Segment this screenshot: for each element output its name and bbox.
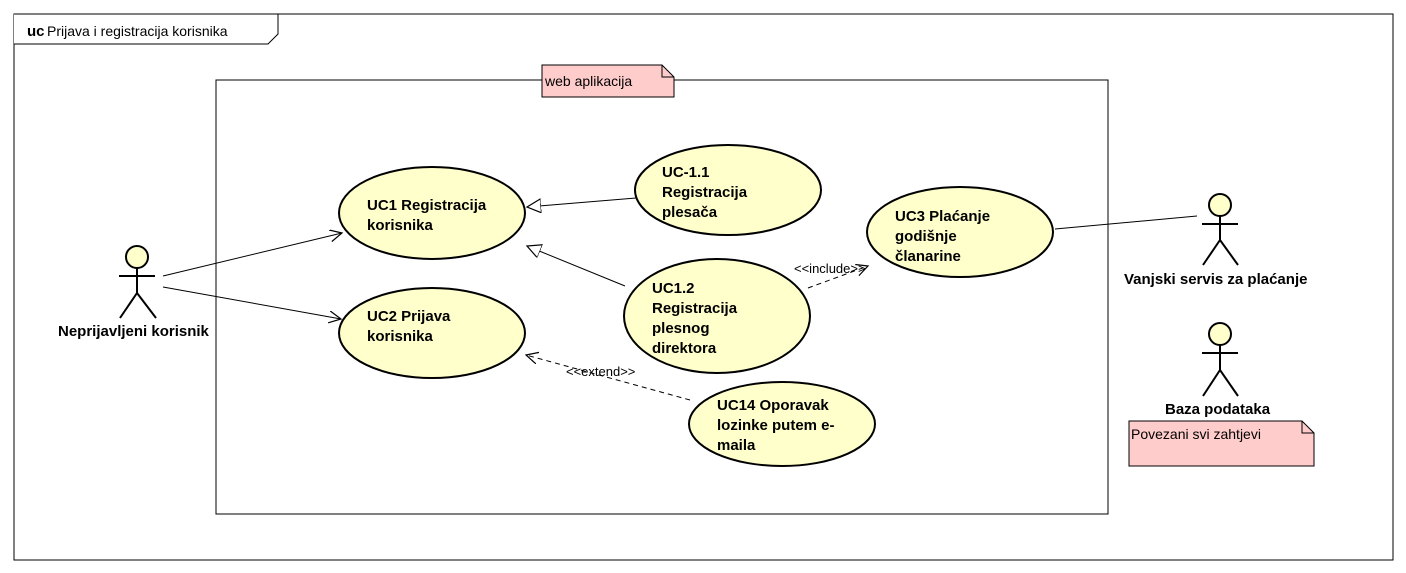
uc12-line4: direktora [652,340,717,357]
database-note: Povezani svi zahtjevi [1128,420,1315,467]
include-label: <<include>> [794,261,866,276]
uc14-line2: lozinke putem e- [717,417,835,434]
use-case-uc14: UC14 Oporavak lozinke putem e- maila [688,381,876,467]
association-user-uc1 [162,233,342,277]
use-case-uc3: UC3 Plaćanje godišnje članarine [866,186,1054,278]
frame-title: Prijava i registracija korisnika [47,23,228,39]
actor-user-label: Neprijavljeni korisnik [58,323,210,340]
association-uc3-payment [1054,215,1198,230]
generalization-uc12-uc1 [527,246,626,287]
uc14-line1: UC14 Oporavak [717,397,829,414]
uc12-line3: plesnog [652,320,710,337]
extend-uc14-uc2 [526,355,691,401]
actor-payment-label: Vanjski servis za plaćanje [1124,271,1307,288]
uc12-line2: Registracija [652,300,738,317]
uc12-line1: UC1.2 [652,280,695,297]
uc2-line1: UC2 Prijava [367,308,451,325]
frame-keyword: uc [27,23,45,40]
uc1-line1: UC1 Registracija [367,197,487,214]
include-uc12-uc3 [807,266,868,289]
actor-payment: Vanjski servis za plaćanje [1124,193,1307,288]
actor-database-label: Baza podataka [1165,401,1271,418]
association-user-uc2 [162,286,341,319]
use-case-uc11: UC-1.1 Registracija plesača [634,144,822,236]
system-note-text: web aplikacija [544,73,632,89]
uc1-line2: korisnika [367,217,434,234]
generalization-uc11-uc1 [527,197,637,207]
uc2-line2: korisnika [367,328,434,345]
uc11-line1: UC-1.1 [662,164,710,181]
actor-user: Neprijavljeni korisnik [58,245,210,340]
uc3-line3: članarine [895,248,961,265]
use-case-uc2: UC2 Prijava korisnika [338,287,526,379]
actor-database: Baza podataka [1165,322,1271,418]
system-note: web aplikacija [541,64,675,98]
uc14-line3: maila [717,437,756,454]
relations: <<include>> <<extend>> [162,197,1198,401]
stick-figure-icon [1202,193,1239,266]
uc11-line2: Registracija [662,184,748,201]
uc3-line2: godišnje [895,228,957,245]
stick-figure-icon [119,245,157,319]
use-case-uc1: UC1 Registracija korisnika [338,166,526,260]
database-note-text: Povezani svi zahtjevi [1131,426,1261,442]
stick-figure-icon [1202,322,1239,397]
uc11-line3: plesača [662,204,718,221]
uc3-line1: UC3 Plaćanje [895,208,990,225]
extend-label: <<extend>> [566,364,635,379]
use-case-uc12: UC1.2 Registracija plesnog direktora [623,258,811,374]
